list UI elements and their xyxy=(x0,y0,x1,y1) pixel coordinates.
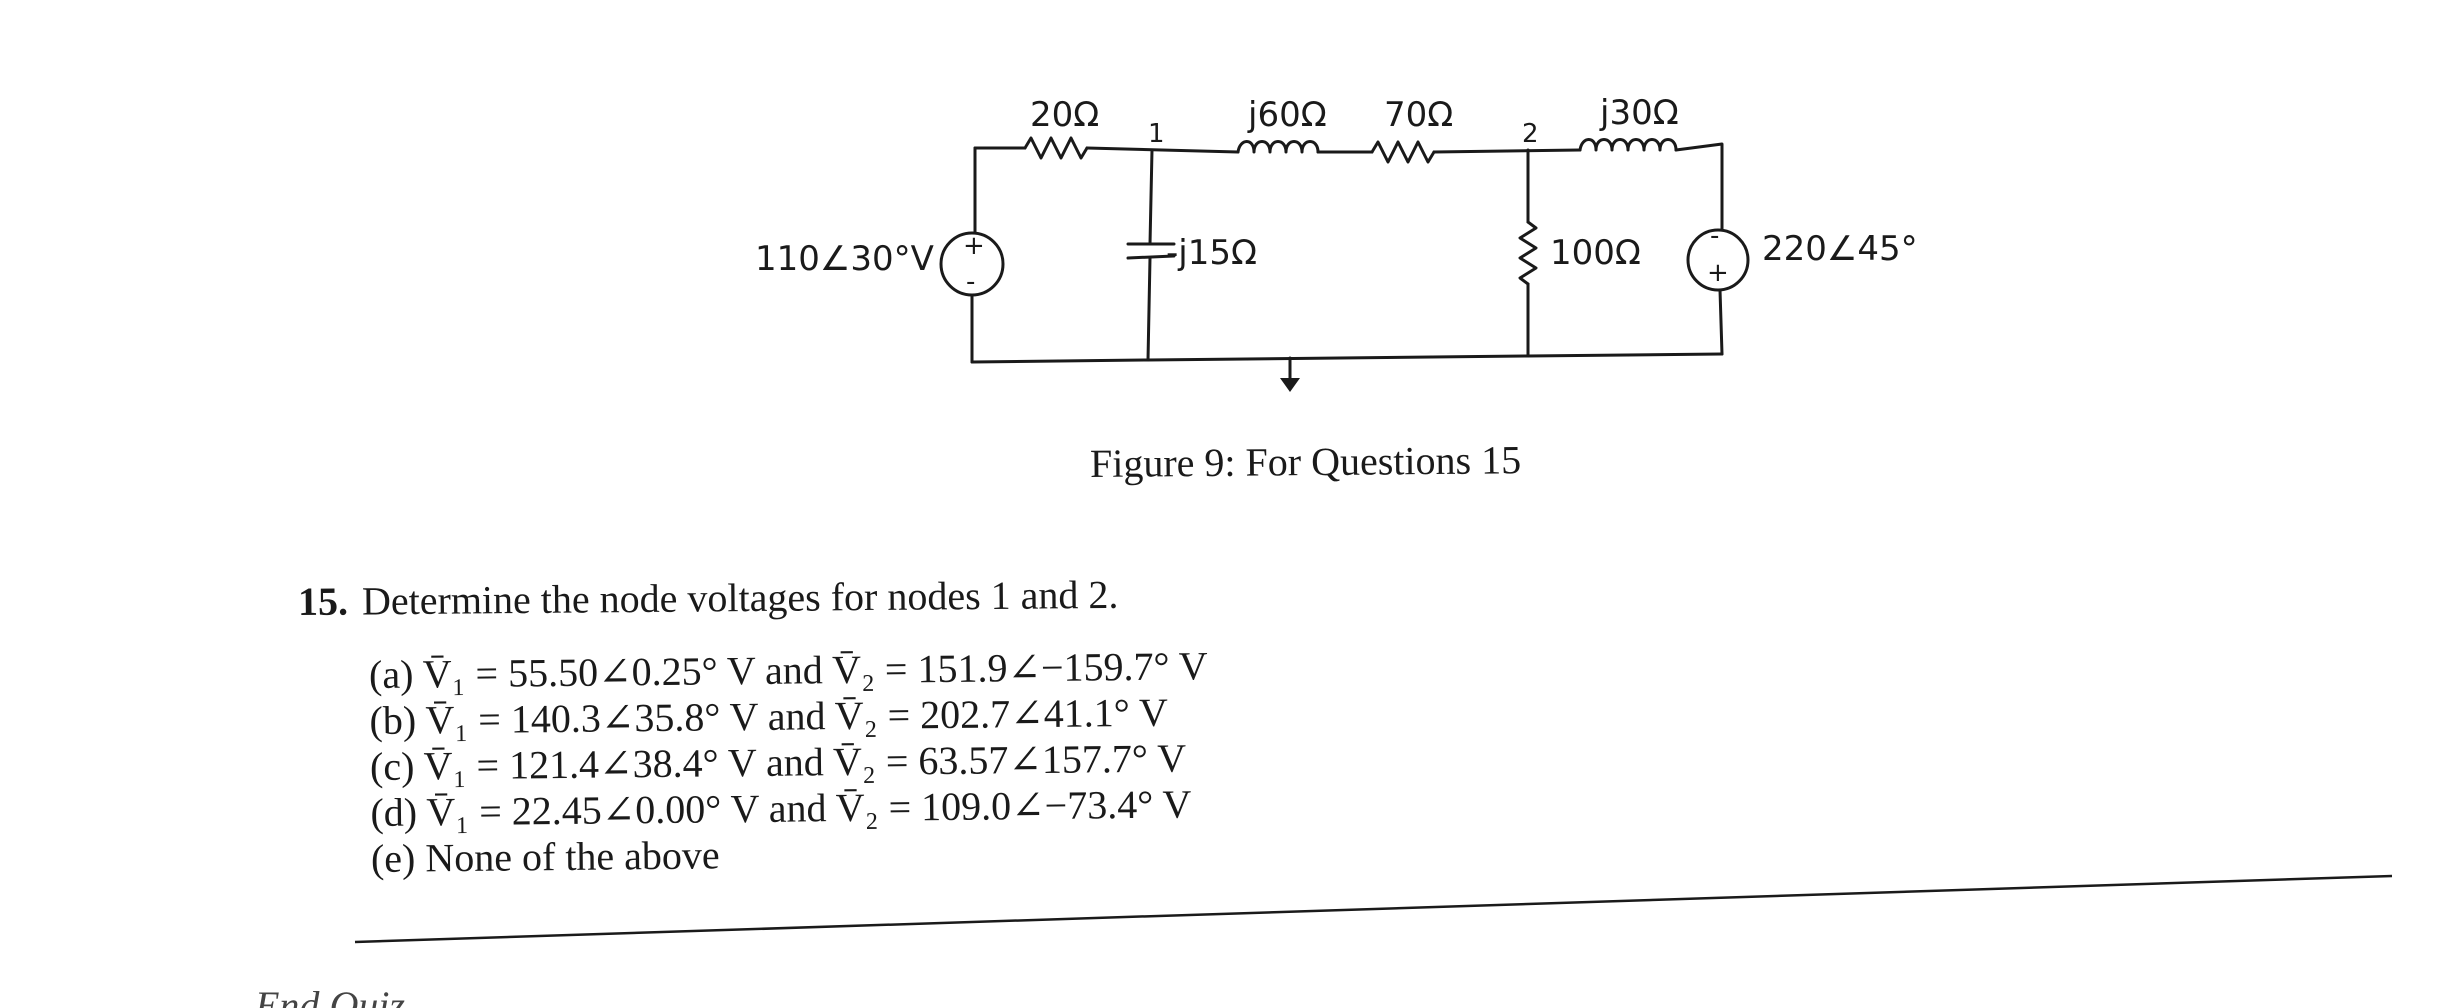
resistor-20-symbol xyxy=(1023,136,1089,160)
source-right-symbol xyxy=(1686,228,1750,292)
label-source-left: 110∠30°V xyxy=(755,239,934,279)
wire-bottom xyxy=(970,352,1724,364)
source-right-minus: - xyxy=(1710,221,1719,251)
wire-cap-upper xyxy=(1148,148,1154,246)
wire-top-right xyxy=(1674,142,1724,232)
resistor-70-symbol xyxy=(1370,140,1436,164)
wire-cap-lower xyxy=(1146,256,1152,362)
label-resistor-20: 20Ω xyxy=(1030,95,1099,135)
source-left-plus: + xyxy=(963,231,985,261)
ground-arrow xyxy=(1280,378,1300,392)
inductor-60-symbol xyxy=(1236,140,1320,154)
inductor-30-symbol xyxy=(1578,138,1678,152)
label-resistor-100: 100Ω xyxy=(1550,233,1641,273)
footer-text: End Quiz xyxy=(255,983,405,1008)
label-capacitor: -j15Ω xyxy=(1166,233,1257,273)
source-right-plus: + xyxy=(1707,258,1729,288)
label-source-right: 220∠45° xyxy=(1762,229,1918,269)
label-node-1: 1 xyxy=(1148,119,1165,149)
wire-right-lower xyxy=(1718,288,1724,356)
source-left-minus: - xyxy=(966,267,975,297)
wire-top-mid-1 xyxy=(1085,146,1240,154)
wire-top-mid-3 xyxy=(1432,148,1582,154)
label-inductor-60: j60Ω xyxy=(1247,95,1327,135)
resistor-100-symbol xyxy=(1518,220,1538,286)
label-resistor-70: 70Ω xyxy=(1384,95,1453,135)
label-inductor-30: j30Ω xyxy=(1599,93,1679,133)
label-node-2: 2 xyxy=(1522,119,1539,149)
